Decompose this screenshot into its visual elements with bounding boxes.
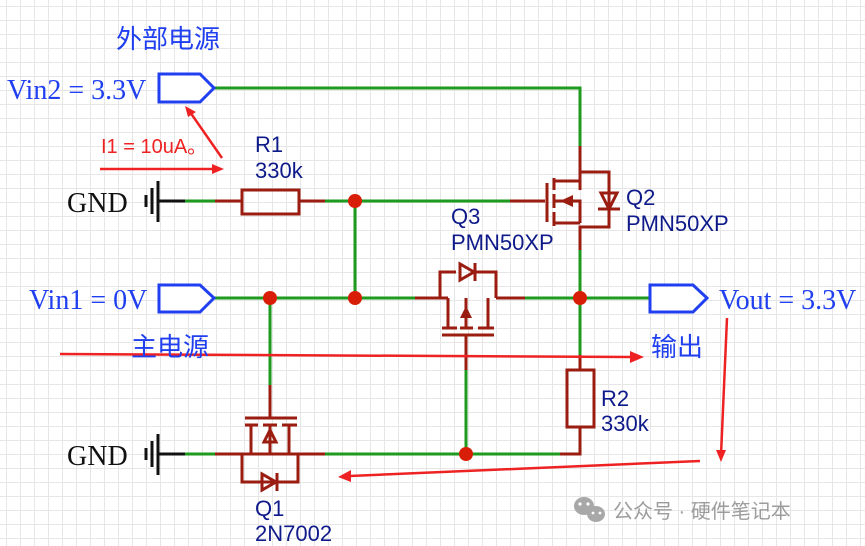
port-vout	[648, 283, 710, 314]
title-external-power: 外部电源	[116, 24, 220, 54]
r1-ref: R1	[255, 132, 283, 157]
label-gnd-top: GND	[67, 188, 128, 219]
watermark-text: 公众号 · 硬件笔记本	[613, 500, 791, 523]
r2-value: 330k	[601, 411, 650, 436]
r2-ref: R2	[601, 386, 629, 411]
annotation-arrows	[59, 106, 729, 482]
label-vin2: Vin2 = 3.3V	[7, 75, 146, 106]
label-vin1: Vin1 = 0V	[29, 285, 147, 316]
mosfet-q2	[510, 146, 620, 250]
junction-node	[263, 291, 277, 305]
arrow-return	[349, 459, 701, 478]
junction-node	[573, 291, 587, 305]
resistor-r2	[560, 355, 596, 456]
q3-ref: Q3	[451, 204, 480, 229]
gnd-symbol-bottom	[144, 434, 185, 475]
gnd-symbol-top	[144, 181, 185, 222]
junction-node	[459, 447, 473, 461]
arrow-vout-down	[719, 317, 729, 456]
arrow-main-power	[59, 352, 633, 359]
label-output: 输出	[651, 332, 703, 362]
annotation-current: I1 = 10uA。	[101, 136, 207, 158]
label-main-power: 主电源	[131, 332, 209, 362]
r1-value: 330k	[255, 158, 304, 183]
junction-node	[348, 194, 362, 208]
resistor-r1	[215, 188, 325, 216]
q3-part: PMN50XP	[451, 230, 554, 255]
arrow-current-to-vin2	[188, 111, 224, 159]
wechat-icon	[574, 497, 605, 522]
q2-part: PMN50XP	[626, 211, 729, 236]
q2-ref: Q2	[626, 185, 655, 210]
junction-node	[348, 291, 362, 305]
watermark: 公众号 · 硬件笔记本	[574, 497, 791, 523]
label-vout: Vout = 3.3V	[719, 285, 856, 316]
mosfet-q3	[415, 261, 525, 370]
q1-part: 2N7002	[255, 521, 332, 546]
q1-ref: Q1	[255, 496, 284, 521]
label-gnd-bottom: GND	[67, 441, 128, 472]
port-vin2	[157, 72, 217, 104]
port-vin1	[157, 283, 217, 314]
mosfet-q1	[215, 385, 325, 493]
wire-vin2	[215, 86, 582, 146]
